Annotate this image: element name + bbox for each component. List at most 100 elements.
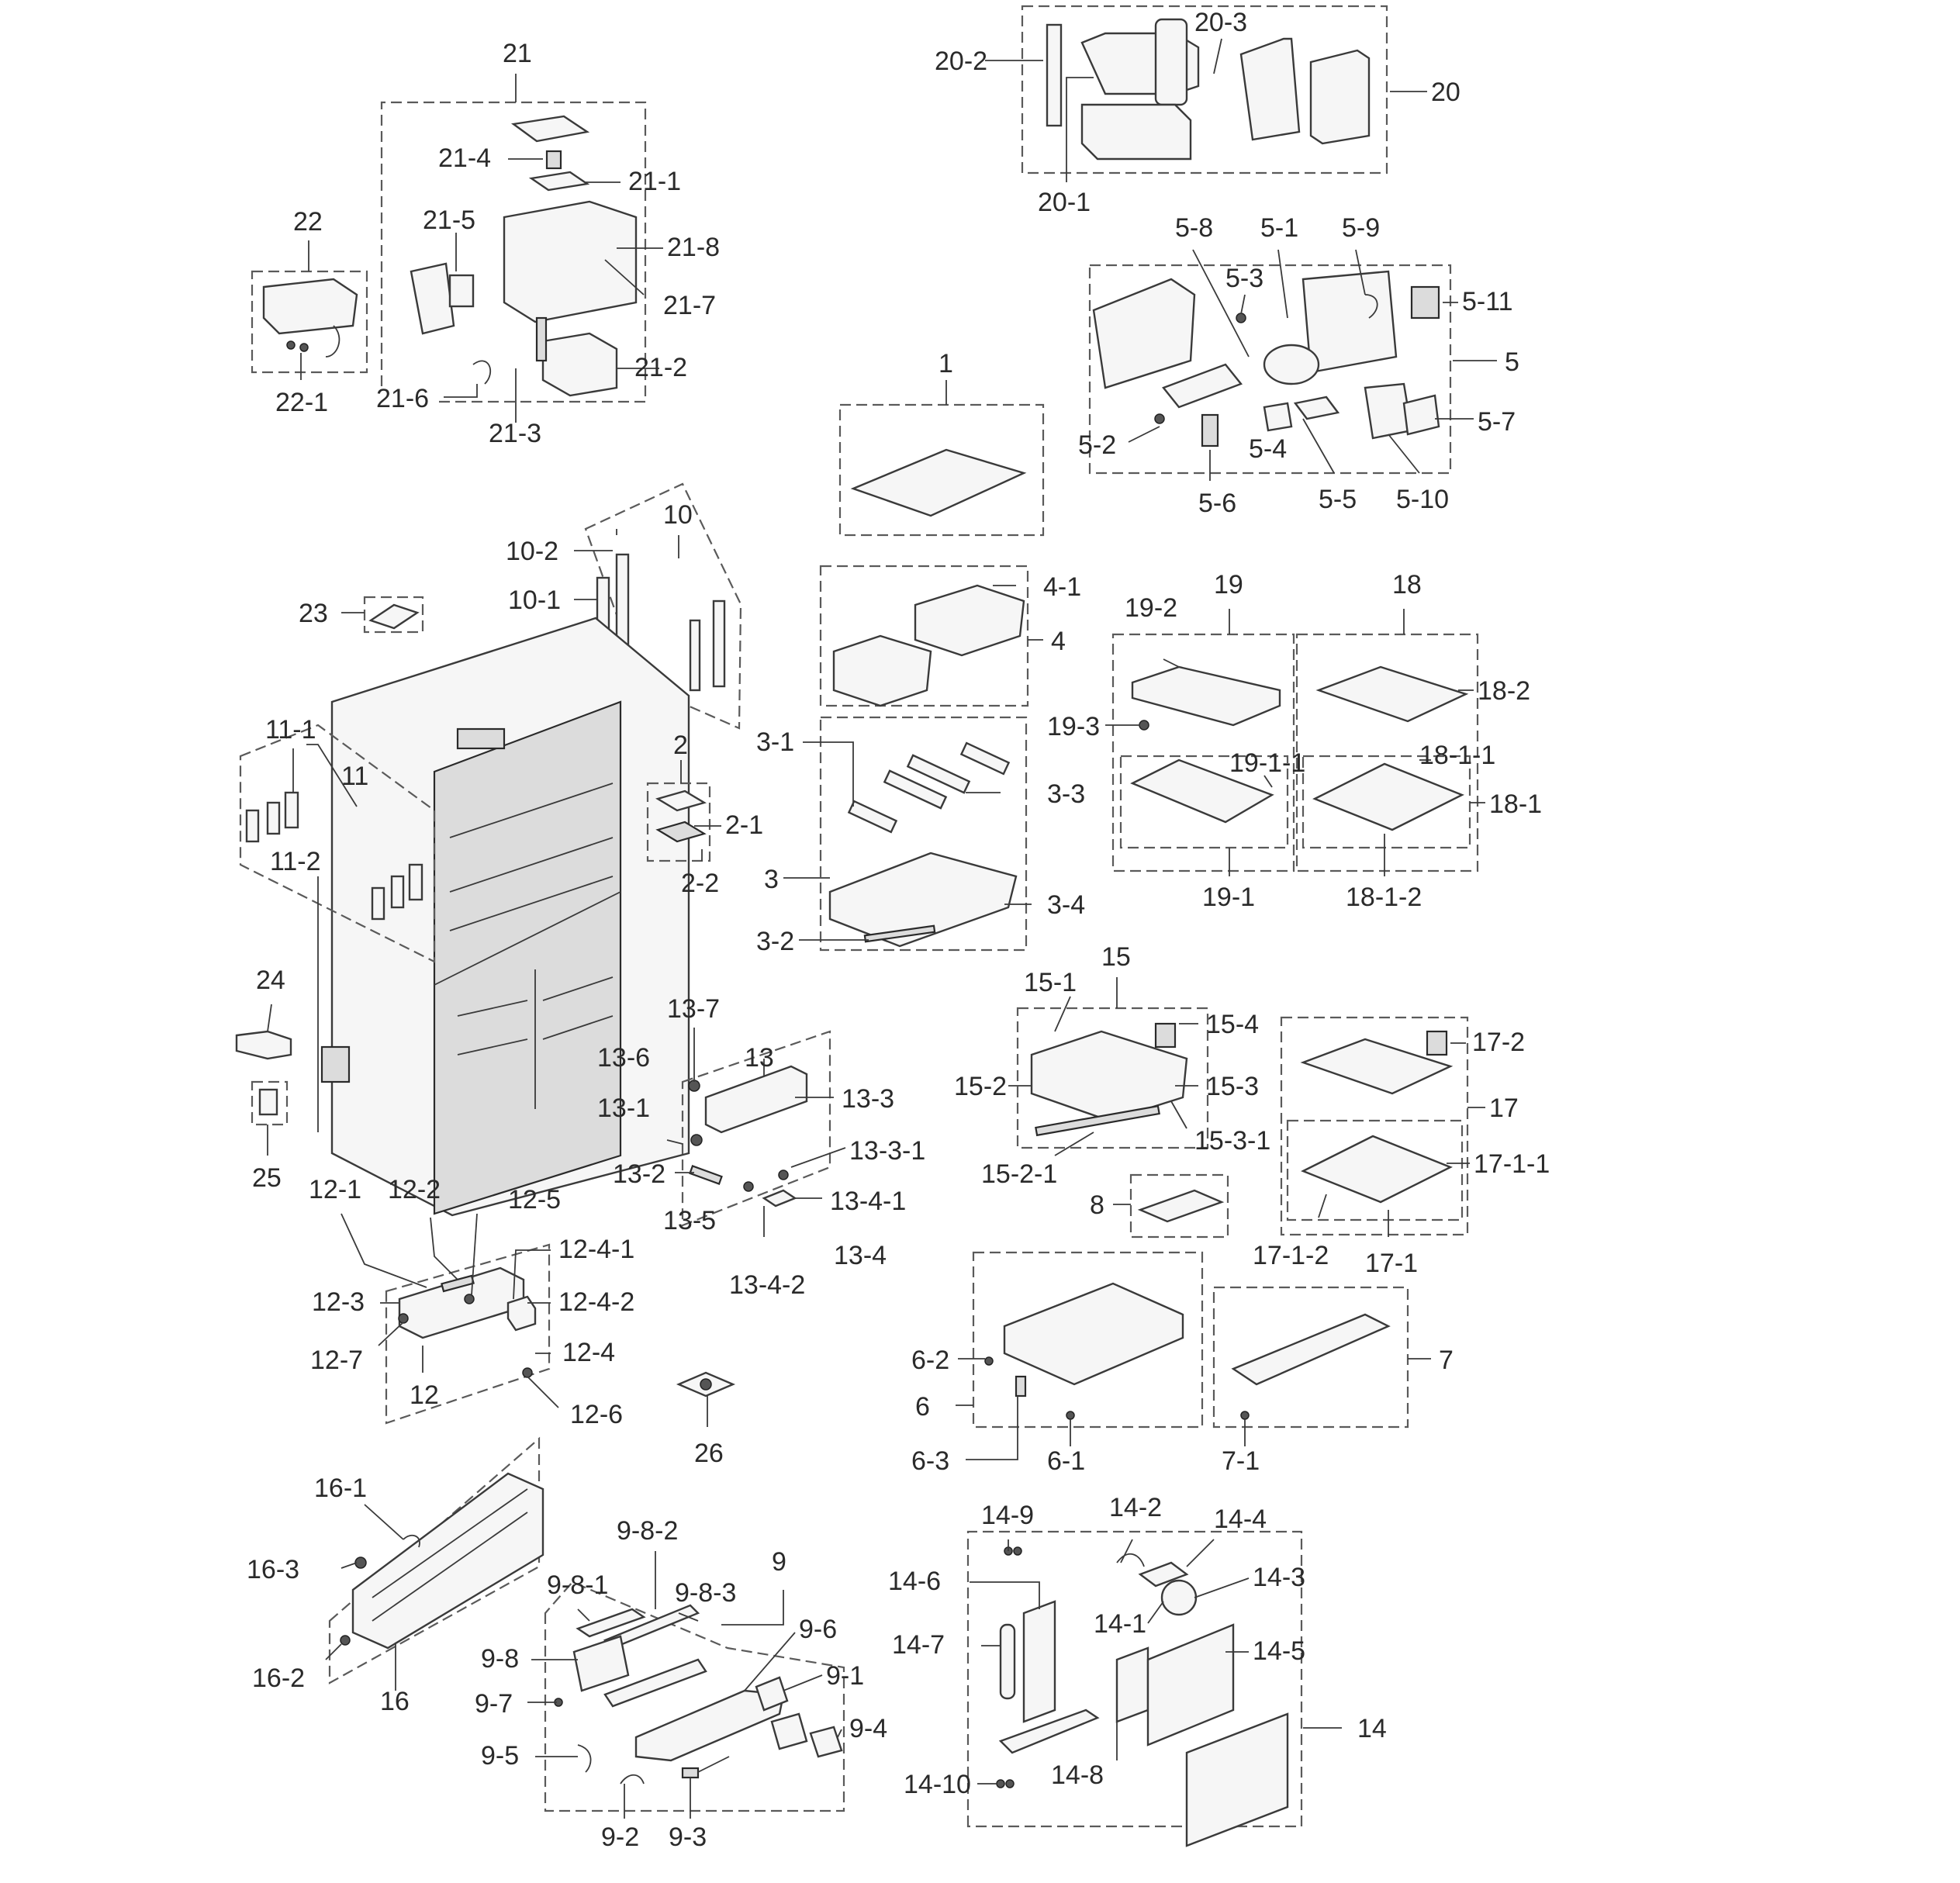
cabinet-top-control[interactable] (456, 727, 506, 750)
part-15-4-clips[interactable] (1154, 1022, 1177, 1049)
part-5-7-bracket[interactable] (1402, 394, 1440, 436)
part-22-wire[interactable] (325, 325, 340, 358)
part-6-freezer-drawer[interactable] (1003, 1282, 1184, 1386)
part-6-3-bracket[interactable] (1015, 1375, 1027, 1398)
part-9-8-1-coil[interactable] (576, 1608, 646, 1638)
part-23[interactable] (368, 603, 420, 630)
part-21-5-connector[interactable] (448, 274, 475, 308)
part-16-2-screw[interactable] (340, 1635, 351, 1646)
part-5-5-plate[interactable] (1293, 396, 1340, 420)
part-21-ice-maker-housing[interactable] (503, 200, 638, 323)
part-9-4-unit[interactable] (770, 1712, 808, 1750)
part-11-2-cap-b[interactable] (390, 875, 405, 909)
part-21-3-shaft[interactable] (535, 316, 548, 362)
part-18-1-frame[interactable] (1312, 762, 1464, 831)
part-16-1-wire[interactable] (403, 1534, 420, 1548)
part-19-1-frame[interactable] (1130, 758, 1274, 824)
part-17-1-frame[interactable] (1301, 1135, 1453, 1204)
part-21-2-motor[interactable] (541, 332, 618, 397)
part-7-1-screw[interactable] (1240, 1411, 1250, 1420)
part-5-2-screw[interactable] (1154, 413, 1165, 424)
part-11-1-cap-b[interactable] (266, 801, 281, 835)
part-10-strip-c[interactable] (689, 619, 701, 692)
part-3-2-strip[interactable] (863, 924, 936, 943)
part-11-1-cap-c[interactable] (284, 791, 299, 829)
part-5-6-heater[interactable] (1201, 413, 1219, 447)
part-24-bracket[interactable] (235, 1030, 292, 1060)
part-3-3-rail-a[interactable] (883, 769, 948, 810)
part-5-motor-drum[interactable] (1263, 344, 1320, 385)
part-8-tray[interactable] (1137, 1189, 1225, 1223)
part-14-duct[interactable] (998, 1709, 1100, 1754)
part-4-crisper-right[interactable] (914, 584, 1025, 657)
part-21-1-grille[interactable] (528, 171, 590, 192)
part-14-6-panel[interactable] (1022, 1600, 1056, 1723)
part-9-3-connector[interactable] (681, 1767, 700, 1779)
part-14-4-bracket[interactable] (1138, 1561, 1189, 1588)
part-22-1-screw-b[interactable] (299, 343, 309, 352)
part-14-10-screw-b[interactable] (1005, 1779, 1015, 1788)
part-13-4-light[interactable] (762, 1189, 797, 1208)
part-18-2-glass[interactable] (1315, 665, 1469, 723)
part-9-4-unit-b[interactable] (809, 1726, 843, 1758)
part-12-4-light[interactable] (506, 1295, 537, 1332)
part-9-1-unit[interactable] (755, 1676, 789, 1712)
part-3-3-rail-c[interactable] (959, 741, 1011, 776)
part-16-evaporator[interactable] (351, 1472, 544, 1650)
part-20-1-bucket[interactable] (1080, 103, 1192, 161)
part-14-8-box[interactable] (1115, 1646, 1149, 1723)
part-22-ice-bucket-unit[interactable] (262, 278, 358, 335)
part-6-1-screw[interactable] (1066, 1411, 1075, 1420)
part-13-7-screw[interactable] (688, 1080, 700, 1092)
part-11-1-cap-a[interactable] (245, 809, 260, 843)
part-21-top-cover[interactable] (510, 115, 590, 143)
part-13-2-pin[interactable] (689, 1165, 723, 1185)
part-21-5-bracket[interactable] (410, 262, 455, 335)
part-9-8-3-strip[interactable] (603, 1658, 707, 1708)
part-21-4-nut[interactable] (545, 150, 562, 170)
part-15-2-rail[interactable] (1035, 1104, 1160, 1137)
part-1-glass-shelf[interactable] (850, 448, 1027, 517)
part-14-9-screw-b[interactable] (1013, 1546, 1022, 1556)
part-11-2-cap-c[interactable] (408, 863, 423, 901)
part-14-7-strip[interactable] (999, 1623, 1016, 1700)
part-3-1-rail[interactable] (847, 800, 898, 834)
part-5-4-switch[interactable] (1263, 402, 1293, 432)
part-15-1-drawer[interactable] (1030, 1030, 1188, 1122)
part-20-2-strip[interactable] (1046, 23, 1063, 127)
part-5-8-cover[interactable] (1092, 278, 1196, 389)
part-16-3-sensor[interactable] (354, 1556, 367, 1569)
part-10-strip-d[interactable] (712, 599, 726, 688)
part-26-fan-hub[interactable] (700, 1378, 712, 1391)
part-4-crisper-left[interactable] (832, 634, 932, 707)
part-5-11-clips[interactable] (1410, 285, 1440, 320)
part-20-3-motor[interactable] (1154, 18, 1188, 106)
part-20-cover-right[interactable] (1309, 49, 1371, 145)
part-13-3-1-screw[interactable] (778, 1170, 789, 1180)
part-5-3-screw[interactable] (1236, 313, 1246, 323)
part-2-1-cover[interactable] (655, 789, 707, 812)
part-25[interactable] (258, 1088, 278, 1116)
part-20-cover-left[interactable] (1239, 37, 1301, 141)
part-13-1-screw[interactable] (690, 1134, 703, 1146)
part-7-rail[interactable] (1231, 1313, 1391, 1386)
part-17-2-clips[interactable] (1426, 1030, 1448, 1056)
part-12-7-screw[interactable] (398, 1313, 409, 1324)
part-19-3-clip[interactable] (1139, 720, 1149, 731)
part-14-3-fan[interactable] (1160, 1579, 1198, 1616)
part-17-glass[interactable] (1300, 1038, 1454, 1095)
part-11-2-cap-a[interactable] (371, 886, 385, 921)
part-13-5-screw[interactable] (743, 1181, 754, 1192)
part-9-2-wire[interactable] (620, 1774, 645, 1785)
part-6-2-screw[interactable] (984, 1356, 994, 1366)
part-9-8-bracket[interactable] (572, 1635, 630, 1692)
part-5-fan-motor[interactable] (1162, 363, 1243, 409)
part-3-3-rail-b[interactable] (906, 754, 971, 794)
part-22-1-screw-a[interactable] (286, 340, 296, 350)
part-21-6-wire[interactable] (472, 360, 492, 385)
part-3-crisper-cover[interactable] (828, 852, 1018, 948)
part-13-3-panel[interactable] (704, 1065, 808, 1134)
part-12-5-screw[interactable] (464, 1294, 475, 1304)
part-12-6-screw[interactable] (522, 1367, 533, 1378)
part-14-2-wire[interactable] (1116, 1553, 1145, 1567)
